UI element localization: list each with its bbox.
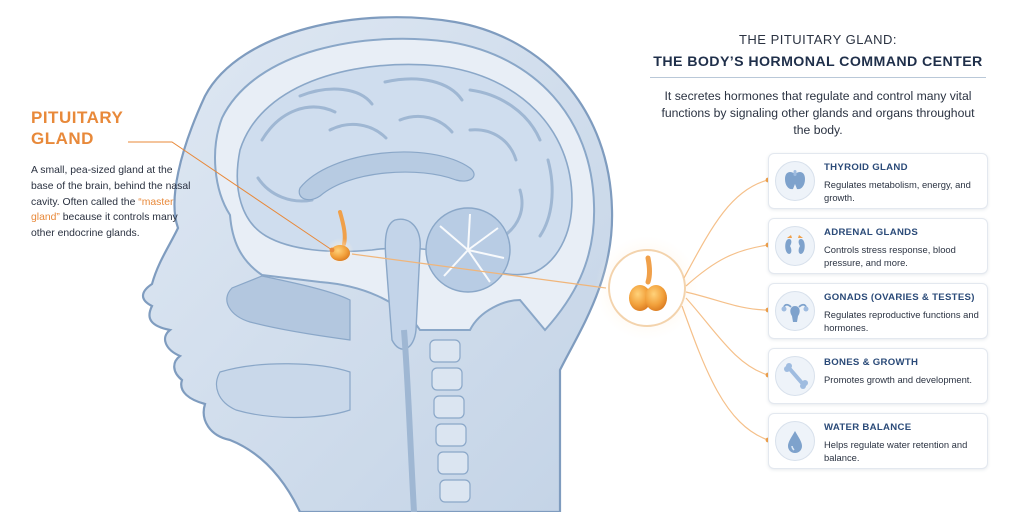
card-title: THYROID GLAND: [824, 162, 908, 173]
card-title: ADRENAL GLANDS: [824, 227, 919, 238]
nasal-cavity: [226, 275, 351, 341]
callout-desc-text-end: because it controls many other endocrine…: [31, 212, 178, 240]
card-water-balance: WATER BALANCE Helps regulate water reten…: [768, 413, 988, 469]
cervical-spine: [429, 339, 471, 503]
page-title: THE BODY’S HORMONAL COMMAND CENTER: [653, 54, 983, 70]
water-drop-icon: [775, 421, 815, 461]
pituitary-gland-in-brain: [330, 245, 350, 261]
oral-cavity: [215, 363, 351, 419]
card-thyroid-gland: THYROID GLAND Regulates metabolism, ener…: [768, 153, 988, 209]
brainstem: [384, 218, 421, 350]
card-description: Promotes growth and development.: [824, 374, 972, 385]
kidney-adrenal-icon: [775, 226, 815, 266]
card-description: Regulates metabolism, energy, and growth…: [824, 179, 971, 203]
card-adrenal-glands: ADRENAL GLANDS Controls stress response,…: [768, 218, 988, 274]
card-title: GONADS (OVARIES & TESTES): [824, 292, 975, 303]
thyroid-icon: [775, 161, 815, 201]
callout-desc-text: A small, pea-sized gland at the base of …: [31, 165, 191, 208]
callout-title: PITUITARY GLAND: [31, 107, 191, 149]
title-underline: [650, 77, 986, 78]
card-description: Regulates reproductive functions and hor…: [824, 309, 979, 333]
intro-text: It secretes hormones that regulate and c…: [661, 89, 975, 137]
pituitary-callout: PITUITARY GLAND A small, pea-sized gland…: [31, 107, 191, 242]
corpus-callosum: [298, 151, 475, 201]
card-gonads: GONADS (OVARIES & TESTES) Regulates repr…: [768, 283, 988, 339]
callout-leader-line: [128, 141, 333, 251]
callout-description: A small, pea-sized gland at the base of …: [31, 163, 191, 242]
pituitary-enlarged-icon: [629, 255, 667, 311]
card-connectors: [681, 179, 769, 441]
card-description: Controls stress response, blood pressure…: [824, 244, 956, 268]
bone-icon: [775, 356, 815, 396]
callout-title-line2: GLAND: [31, 129, 94, 148]
header: THE PITUITARY GLAND: THE BODY’S HORMONAL…: [620, 32, 1016, 78]
header-kicker: THE PITUITARY GLAND:: [738, 32, 898, 47]
master-gland-highlight: “master gland”: [31, 196, 174, 224]
spinal-cord: [401, 329, 417, 512]
card-title: WATER BALANCE: [824, 422, 912, 433]
uterus-ovaries-icon: [775, 291, 815, 331]
card-description: Helps regulate water retention and balan…: [824, 439, 968, 463]
callout-title-line1: PITUITARY: [31, 108, 124, 127]
card-bones-growth: BONES & GROWTH Promotes growth and devel…: [768, 348, 988, 404]
gland-to-hub-line: [351, 253, 607, 289]
card-title: BONES & GROWTH: [824, 357, 919, 368]
